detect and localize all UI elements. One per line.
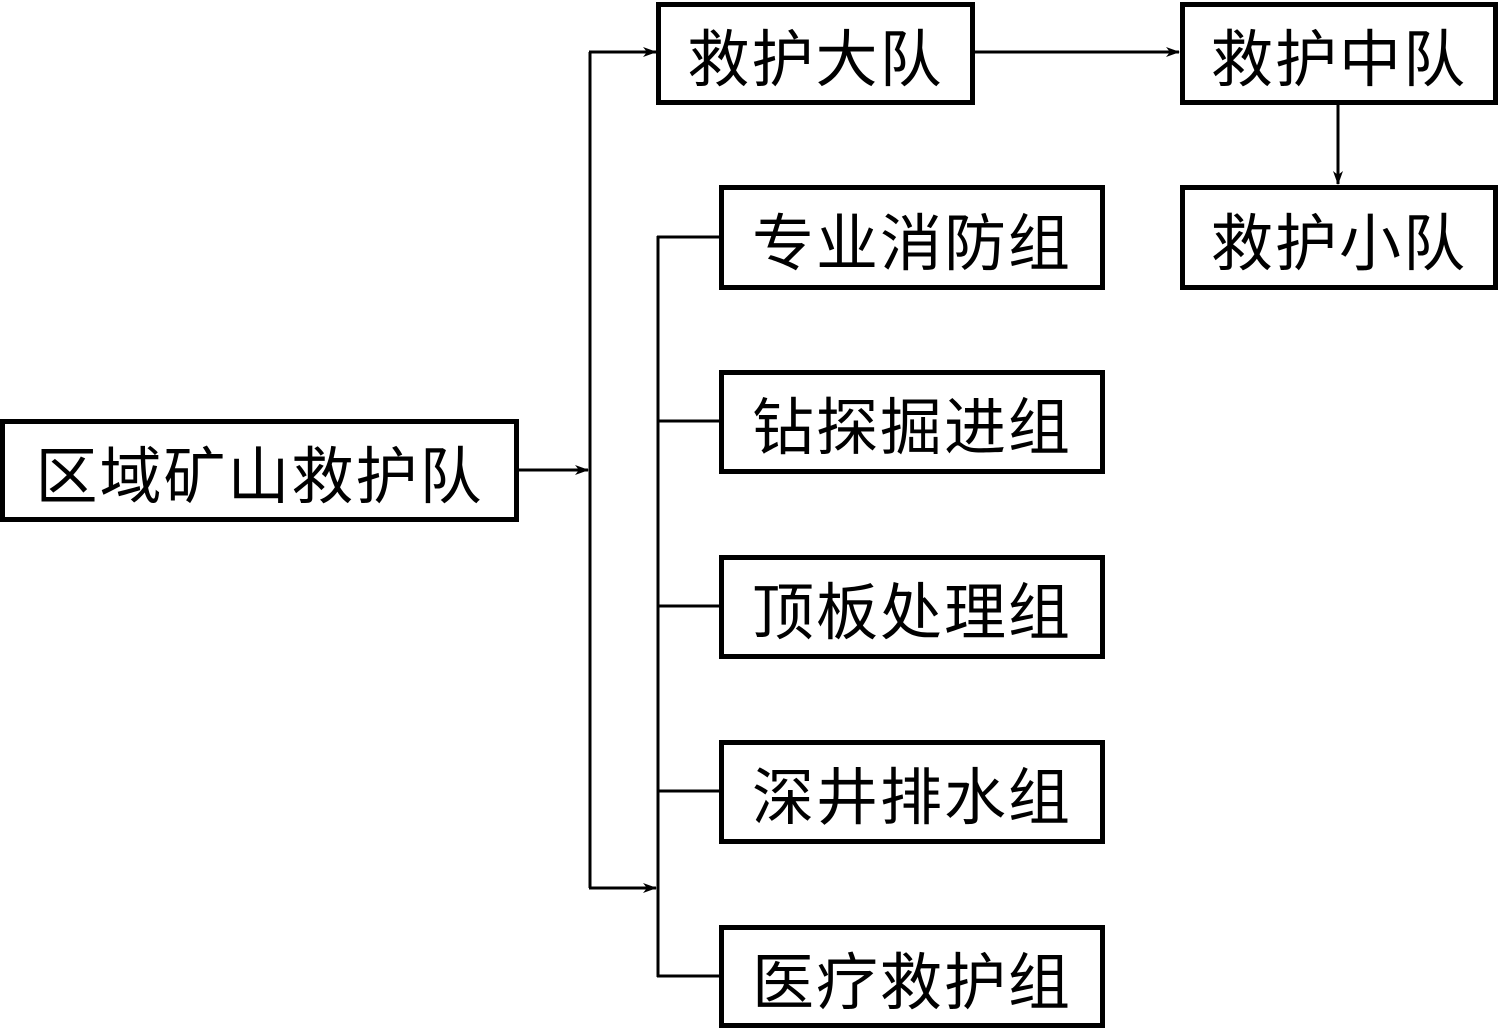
root-node: 区域矿山救护队 [0,419,519,522]
group-node-3: 顶板处理组 [719,555,1105,659]
group-node-5: 医疗救护组 [719,925,1105,1028]
squad-node: 救护小队 [1180,185,1498,290]
group-node-2: 钻探掘进组 [719,370,1105,474]
group-node-1: 专业消防组 [719,185,1105,290]
group-node-4: 深井排水组 [719,740,1105,844]
squadron-node: 救护中队 [1180,2,1498,105]
brigade-node: 救护大队 [656,2,975,105]
